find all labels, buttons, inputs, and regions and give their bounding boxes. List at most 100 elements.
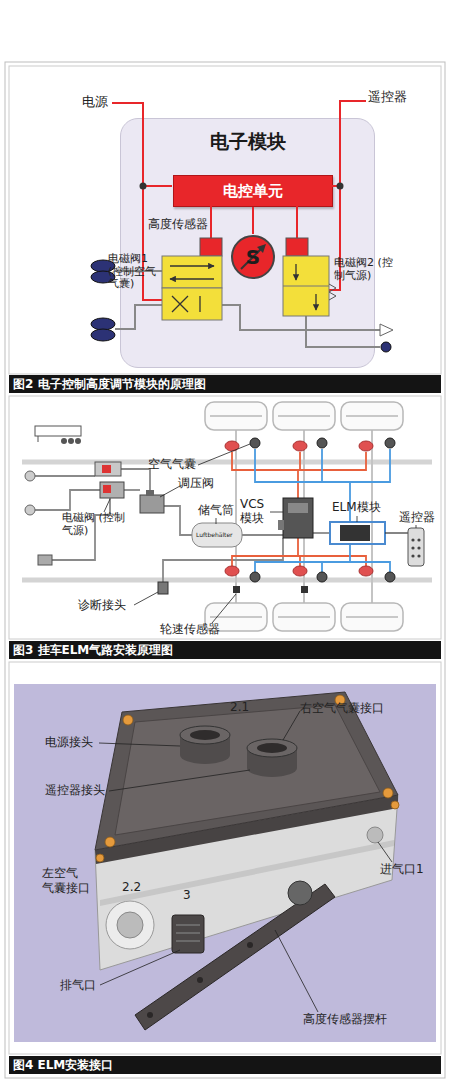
power-wire xyxy=(332,185,340,187)
supply-pipe xyxy=(35,490,100,510)
air-bag-symbol xyxy=(91,329,115,341)
brake-line xyxy=(232,452,298,498)
brake-line xyxy=(298,452,366,470)
solenoid-coil xyxy=(200,238,308,256)
air-spring xyxy=(317,438,327,448)
brake-chamber xyxy=(293,566,307,576)
leader-line xyxy=(100,950,180,985)
power-wire xyxy=(296,204,298,238)
solenoid-coil xyxy=(286,238,308,256)
figure-caption: 图2 电子控制高度调节模块的原理图 xyxy=(13,377,433,391)
supply-pipe xyxy=(121,469,150,497)
figure-panel xyxy=(9,66,441,1054)
pneumatic-component xyxy=(25,505,35,515)
brake-chamber xyxy=(359,566,373,576)
valve-flow-symbol xyxy=(315,294,316,310)
figure-panel xyxy=(14,684,436,1042)
chassis-rail xyxy=(22,462,432,580)
trailer-icon xyxy=(75,438,81,444)
sensor-lever xyxy=(147,1012,153,1018)
exhaust-port xyxy=(172,915,204,953)
leader-line xyxy=(134,592,158,605)
part-label: 高度传感器摆杆 xyxy=(303,1012,403,1026)
supply-pipe xyxy=(35,469,330,582)
elm-module xyxy=(330,522,408,544)
sensor-lever xyxy=(135,881,335,1030)
air-spring xyxy=(250,438,260,448)
figure-panel xyxy=(9,662,441,1054)
control-unit-box: 电控单元 xyxy=(173,175,333,207)
wheel-speed-sensor xyxy=(301,586,308,593)
airbag-line xyxy=(321,449,323,482)
part-label: 左空气 气囊接口 xyxy=(42,866,92,896)
leader-line xyxy=(270,512,283,513)
trailer-icon xyxy=(35,426,81,444)
wire-label: 遥控器 xyxy=(368,89,418,105)
remote-control xyxy=(411,538,414,541)
air-port xyxy=(367,827,383,843)
figure-caption: 图3 挂车ELM气路安装原理图 xyxy=(13,643,433,657)
trailer-icon xyxy=(61,438,67,444)
part-label: 高度传感器 xyxy=(148,217,220,231)
part-label: 储气筒 xyxy=(198,503,243,517)
elm-module xyxy=(340,525,370,541)
node-heading: 电控单元 xyxy=(174,176,332,206)
plug-connector xyxy=(190,730,220,740)
part-label: ELM模块 xyxy=(332,500,392,514)
power-wire xyxy=(210,204,212,238)
leader-line xyxy=(198,444,250,465)
wire-junction xyxy=(140,183,344,190)
plug-connector xyxy=(257,743,287,753)
pneumatic-component xyxy=(103,485,111,493)
leader-line xyxy=(283,711,300,740)
air-spring xyxy=(385,438,395,448)
remote-control xyxy=(417,554,420,557)
tyre-outline xyxy=(210,416,398,617)
pneumatic-component xyxy=(102,465,111,473)
pneumatic-component xyxy=(95,462,121,476)
air-spring xyxy=(250,572,260,582)
caption-bar xyxy=(9,375,441,393)
airbag-line xyxy=(350,449,390,482)
solenoid-valve xyxy=(283,286,329,287)
brake-line xyxy=(299,452,301,470)
sensor-lever xyxy=(135,884,335,1030)
wheel-speed-sensor xyxy=(233,586,240,593)
pneumatic-line xyxy=(115,271,380,347)
plug-connector xyxy=(180,726,230,744)
solenoid-valve xyxy=(162,256,336,320)
pneumatic-component xyxy=(38,555,52,565)
port-number: 3 xyxy=(183,888,197,902)
signal-wire xyxy=(252,207,254,234)
valve-flow-symbol xyxy=(199,296,200,312)
leader-line xyxy=(357,516,358,522)
tank-marking: Luftbehälter xyxy=(196,531,244,538)
pneumatic-line xyxy=(222,305,380,330)
sensor-circle: S xyxy=(230,234,276,280)
valve-flow-symbol xyxy=(172,296,188,312)
module-box: 电控单元S电子模块 xyxy=(120,118,375,368)
sensor-lever xyxy=(288,881,312,905)
pneumatic-component xyxy=(100,482,124,498)
page-frame xyxy=(5,62,445,1078)
tyre-outline xyxy=(205,402,403,631)
sensor-lever xyxy=(197,977,203,983)
sensor-lever xyxy=(247,942,253,948)
housing-bolt xyxy=(105,837,115,847)
port-number: 2.2 xyxy=(122,880,150,894)
pneumatic-line xyxy=(115,305,162,329)
caption-bar xyxy=(9,641,441,659)
part-label: 电磁阀 (控制气源) xyxy=(62,512,126,537)
exhaust-port xyxy=(176,925,200,941)
leader-line xyxy=(160,486,180,497)
solenoid-valve xyxy=(283,256,329,316)
axle-line xyxy=(371,430,373,603)
leader-line xyxy=(104,499,110,512)
outlet-arrow xyxy=(380,324,393,352)
part-label: 电磁阀2 (控制气源) xyxy=(334,257,398,282)
leader-line xyxy=(416,525,417,528)
brake-chamber xyxy=(359,441,373,451)
leader-line xyxy=(99,711,392,1012)
